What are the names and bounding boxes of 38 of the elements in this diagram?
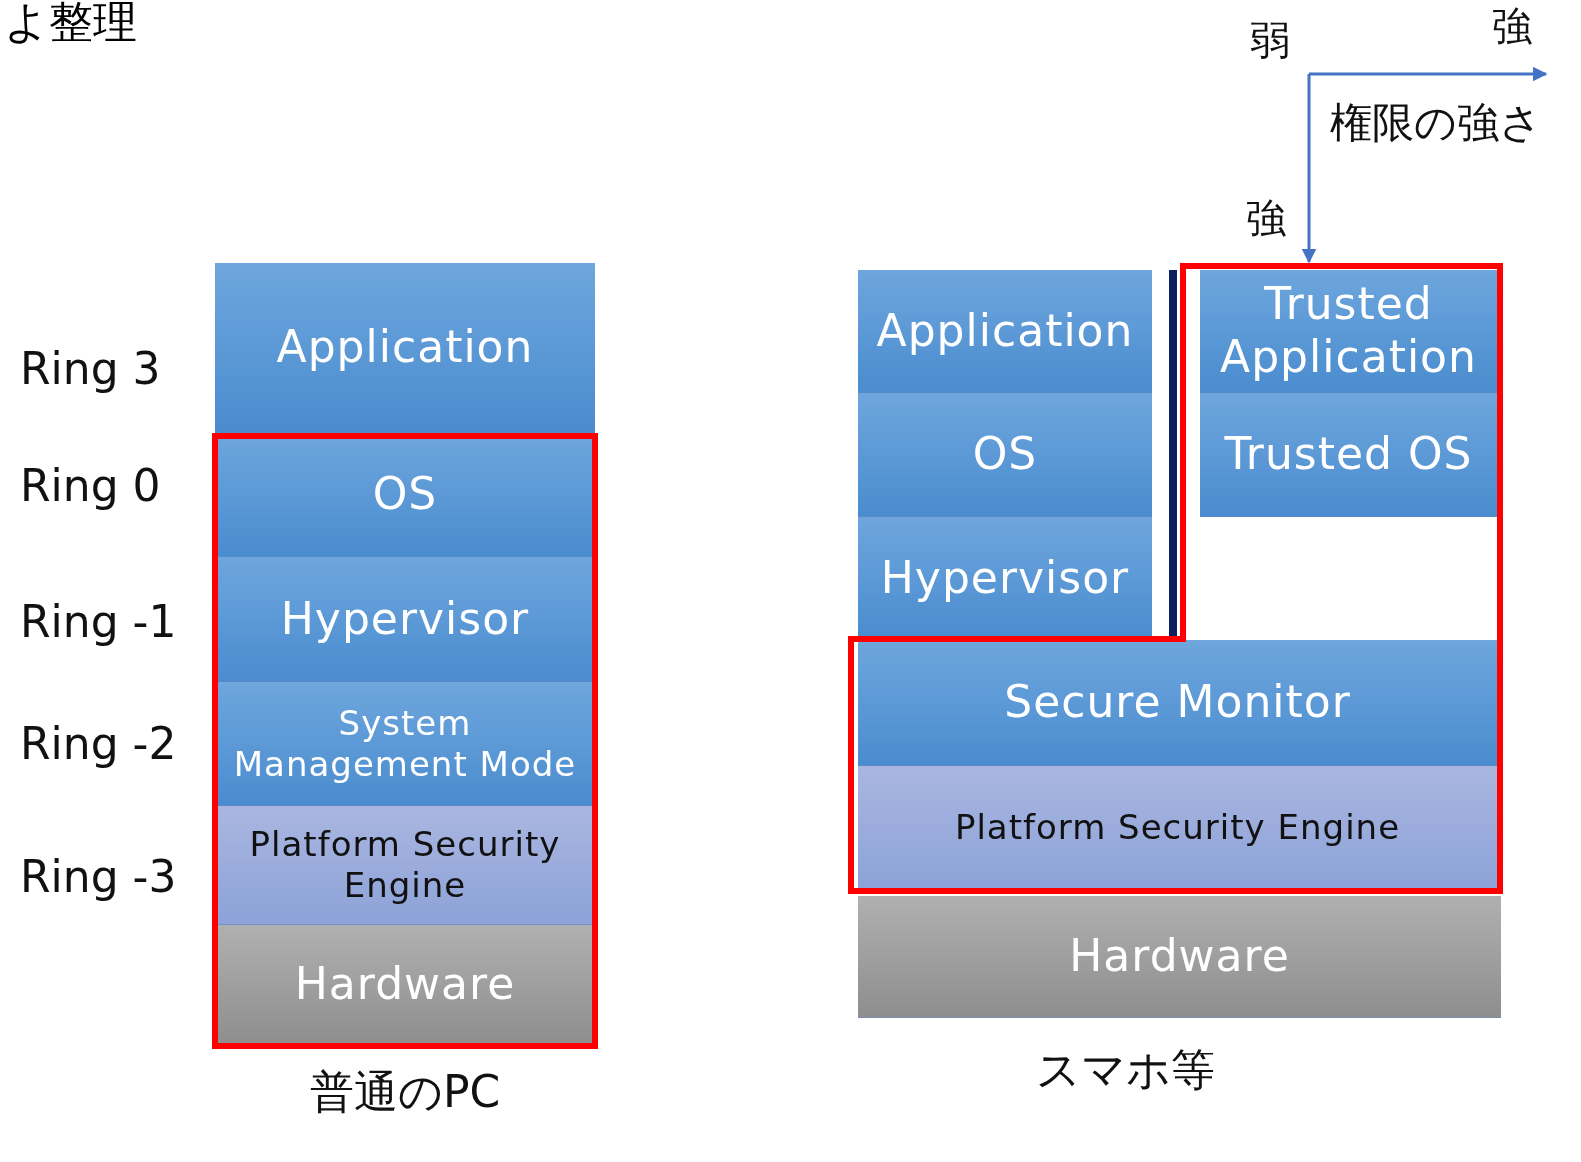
layer-box [215,263,595,433]
layer-box [858,640,1497,766]
layer-box [858,270,1152,393]
layer-label: Application [275,321,535,374]
layer-label: Platform Security Engine [248,824,562,906]
layer-box [858,393,1152,517]
layer-label: System Management Mode [232,702,578,785]
layer-label: Hardware [293,958,517,1011]
layer-box [215,925,595,1045]
layer-label: Secure Monitor [1003,676,1352,729]
text-label: Ring -1 [20,598,177,647]
text-label: 強 [1492,4,1532,48]
text-label: 権限の強さ [1330,100,1542,147]
layer-label: Trusted OS [1223,428,1474,481]
text-label: Ring -2 [20,720,177,769]
text-label: スマホ等 [1036,1046,1215,1095]
layer-box [215,806,595,925]
text-label: 普通のPC [310,1068,501,1117]
layer-label: Hardware [1068,930,1291,983]
text-label: Ring -3 [20,853,177,902]
text-label: Ring 3 [20,345,161,394]
text-label: Ring 0 [20,462,161,511]
text-label: 弱 [1250,18,1290,62]
layer-box [1200,393,1497,517]
layer-label: Hypervisor [279,592,531,646]
layer-box [1200,270,1497,393]
layer-label: Application [875,304,1135,358]
layer-box [858,766,1497,890]
layer-box [215,682,595,806]
text-label: 強 [1246,196,1286,240]
layer-label: Platform Security Engine [953,807,1402,848]
layer-label: OS [371,468,439,521]
layer-label: Trusted Application [1219,278,1478,384]
layer-label: Hypervisor [879,551,1131,605]
layer-label: OS [971,428,1039,481]
slide-title: よ整理 [4,0,137,44]
layer-box [215,557,595,682]
layer-box [858,896,1501,1018]
